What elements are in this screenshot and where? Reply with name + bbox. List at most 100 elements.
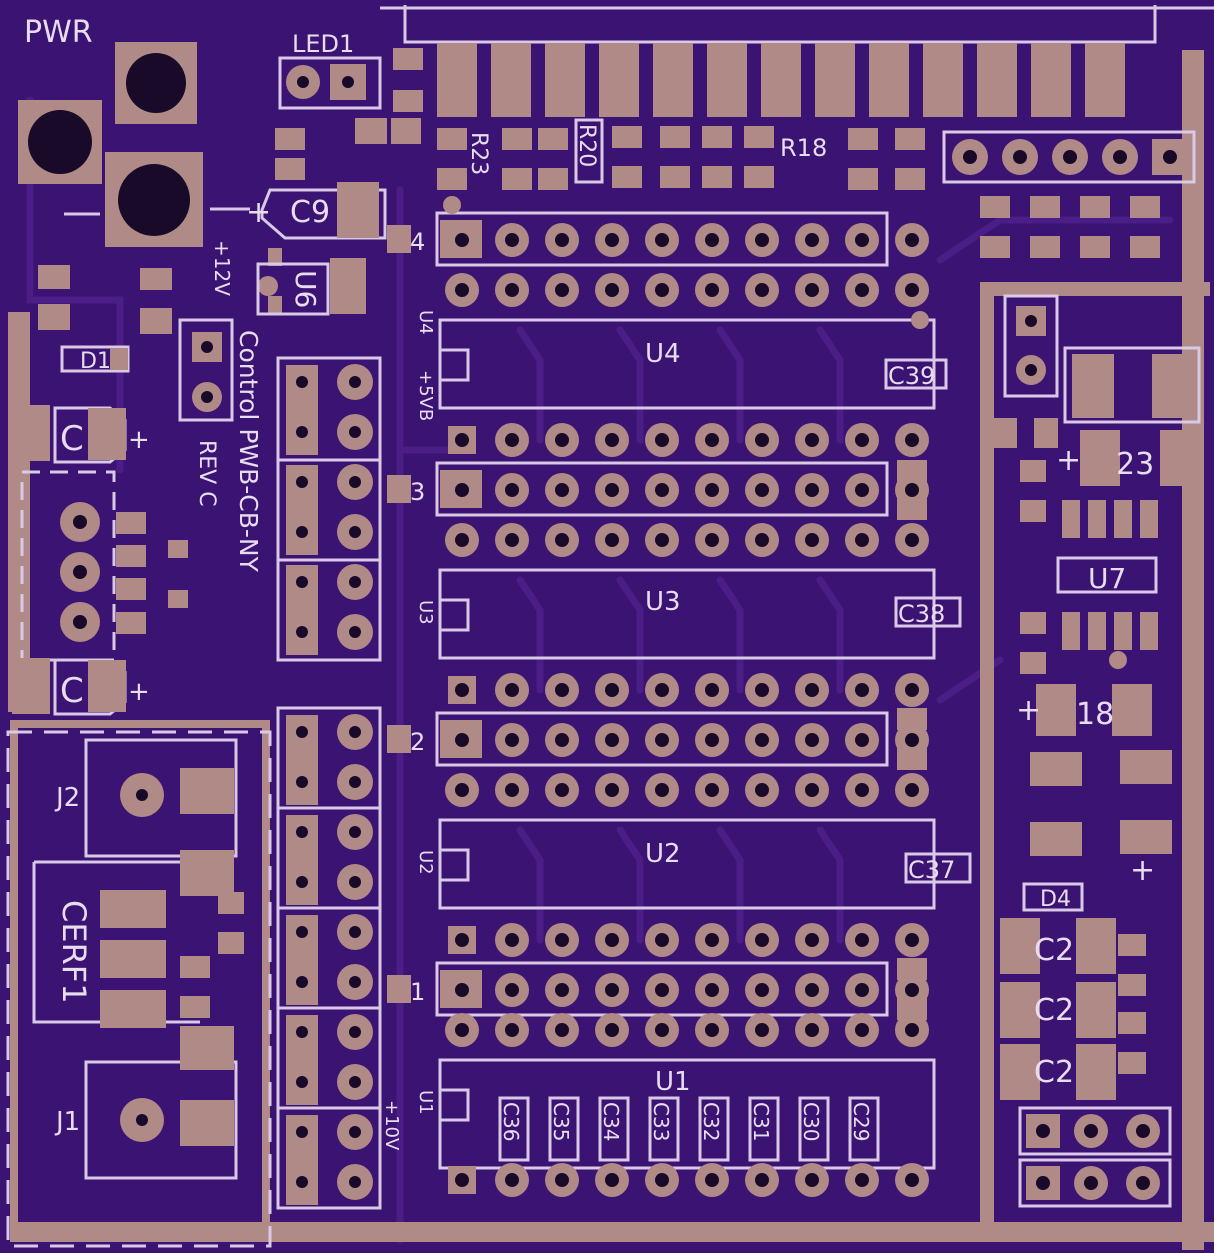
- svg-text:+: +: [1130, 853, 1155, 888]
- dip-drill: [905, 983, 919, 997]
- dip-drill: [855, 683, 869, 697]
- dip-drill: [505, 533, 519, 547]
- dip-drill: [755, 433, 769, 447]
- dip-drill: [755, 983, 769, 997]
- svg-text:+: +: [128, 425, 150, 455]
- capacitor-label: C31: [749, 1102, 773, 1141]
- svg-text:C2: C2: [1034, 933, 1074, 968]
- capacitor-label: C33: [649, 1102, 673, 1141]
- resistor-row: R20 R23 R18: [437, 118, 925, 190]
- svg-text:18: 18: [1076, 697, 1114, 732]
- dip-drill: [855, 733, 869, 747]
- dip-drill: [905, 783, 919, 797]
- dip-drill: [855, 533, 869, 547]
- u4-label: U4: [645, 339, 681, 369]
- j1-label: J1: [54, 1107, 80, 1137]
- dip-drill: [705, 783, 719, 797]
- dip-drill: [555, 283, 569, 297]
- capacitor-outline: [698, 1096, 730, 1162]
- dip-drill: [605, 933, 619, 947]
- u1-silk-side: U1: [415, 1090, 436, 1115]
- dip-drill: [605, 483, 619, 497]
- dip-drill: [855, 283, 869, 297]
- dip-drill: [705, 733, 719, 747]
- dip-drill: [805, 1023, 819, 1037]
- dip-drill: [455, 733, 469, 747]
- left-column: D1 C + C +: [12, 345, 188, 716]
- dip-drill: [555, 783, 569, 797]
- svg-text:2: 2: [410, 728, 425, 756]
- dip-drill: [555, 533, 569, 547]
- capacitor-label: C32: [699, 1102, 723, 1141]
- capacitor-outline: [848, 1096, 880, 1162]
- svg-text:23: 23: [1116, 447, 1154, 482]
- dip-drill: [855, 783, 869, 797]
- dip-drill: [705, 1023, 719, 1037]
- c37-label: C37: [908, 856, 955, 884]
- dip-drill: [755, 733, 769, 747]
- dip-drill: [605, 1173, 619, 1187]
- dip-drill: [605, 1023, 619, 1037]
- dip-drill: [705, 683, 719, 697]
- svg-text:C: C: [60, 671, 84, 711]
- dip-drill: [455, 283, 469, 297]
- dip-drill: [805, 733, 819, 747]
- dip-drill: [905, 1023, 919, 1037]
- dip-drill: [705, 433, 719, 447]
- dip-drill: [805, 533, 819, 547]
- cerf1-label: CERF1: [55, 900, 93, 1004]
- dip-drill: [755, 683, 769, 697]
- dip-drill: [455, 783, 469, 797]
- dip-drill: [755, 483, 769, 497]
- dip-drill: [805, 983, 819, 997]
- top-header: [380, 5, 1214, 117]
- cerf-section: J2 J1 CERF1: [6, 730, 272, 1248]
- dip-drill: [505, 683, 519, 697]
- dip-drill: [655, 933, 669, 947]
- svg-text:+: +: [1016, 693, 1041, 728]
- right-top: [942, 130, 1196, 258]
- dip-drill: [755, 1023, 769, 1037]
- dip-drill: [555, 983, 569, 997]
- u2-label: U2: [645, 839, 681, 869]
- svg-text:1: 1: [410, 978, 425, 1006]
- dip-drill: [905, 533, 919, 547]
- dip-drill: [455, 433, 469, 447]
- dip-drill: [705, 283, 719, 297]
- d1-label: D1: [80, 349, 111, 374]
- dip-drill: [655, 983, 669, 997]
- u1-label: U1: [655, 1067, 691, 1097]
- dip-drill: [805, 1173, 819, 1187]
- dip-drill: [905, 483, 919, 497]
- board-title-block: Control PWB-CB-NY REV C: [178, 318, 263, 573]
- right-section: + 23 U7 + 18 + D4 C2 C2: [993, 294, 1201, 1208]
- dip-drill: [605, 783, 619, 797]
- dip-drill: [855, 983, 869, 997]
- dip-drill: [505, 983, 519, 997]
- dip-drill: [855, 483, 869, 497]
- c39-label: C39: [888, 362, 935, 390]
- dip-drill: [555, 1173, 569, 1187]
- dip-drill: [505, 783, 519, 797]
- dip-drill: [805, 233, 819, 247]
- dip-drill: [605, 283, 619, 297]
- dip-drill: [805, 483, 819, 497]
- svg-text:C2: C2: [1034, 993, 1074, 1028]
- dip-drill: [455, 683, 469, 697]
- dip-drill: [755, 233, 769, 247]
- dip-drill: [855, 433, 869, 447]
- dip-drill: [655, 733, 669, 747]
- dip-drill: [505, 933, 519, 947]
- dip-drill: [505, 733, 519, 747]
- v12-label: +12V: [210, 240, 234, 296]
- dip-drill: [655, 1023, 669, 1037]
- dip-drill: [555, 483, 569, 497]
- j2-label: J2: [54, 783, 80, 813]
- dip-drill: [855, 1173, 869, 1187]
- dip-drill: [855, 233, 869, 247]
- dip-drill: [455, 483, 469, 497]
- r23-label: R23: [466, 132, 491, 175]
- u7-label: U7: [1088, 562, 1126, 595]
- svg-text:+: +: [128, 677, 150, 707]
